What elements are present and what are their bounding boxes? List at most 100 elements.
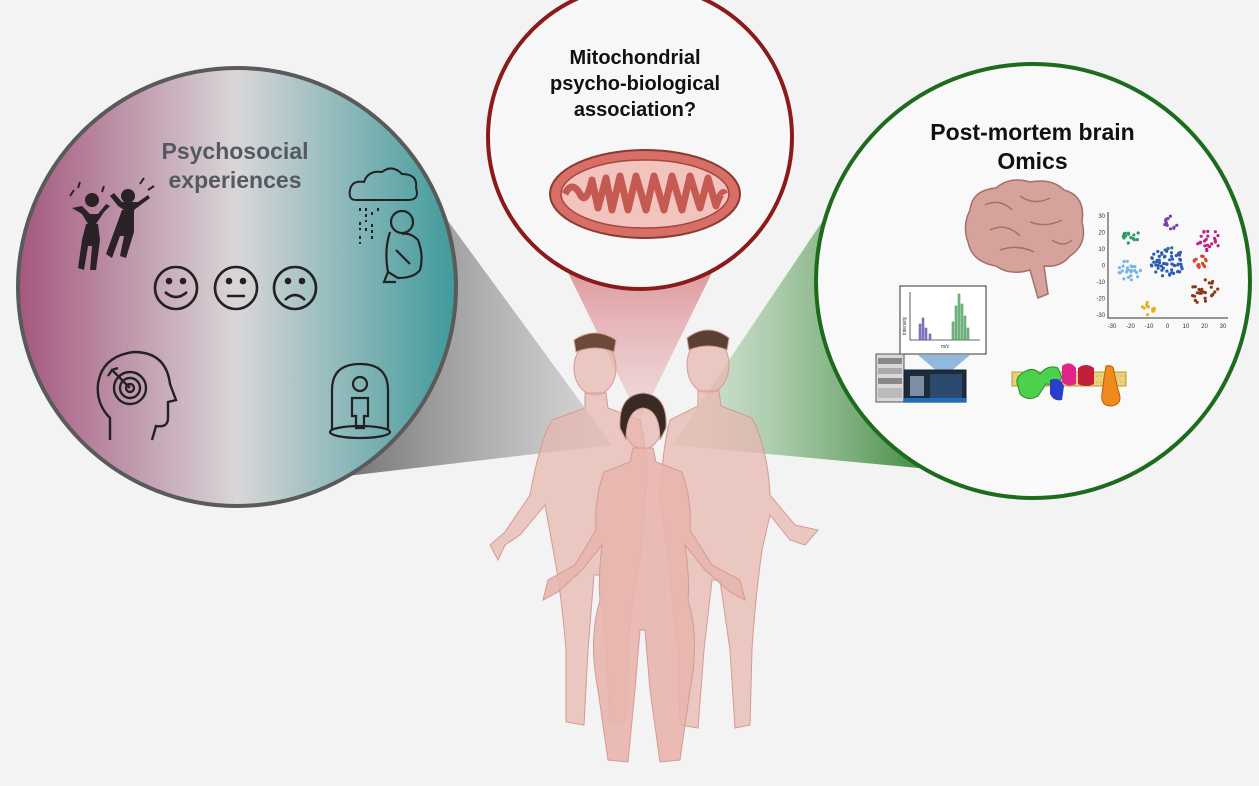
- tsne-point: [1168, 214, 1172, 218]
- tsne-point: [1118, 271, 1122, 275]
- tsne-point: [1156, 249, 1160, 254]
- tsne-point: [1195, 300, 1199, 304]
- tsne-y-tick: 0: [1102, 264, 1106, 270]
- tsne-point: [1157, 258, 1161, 262]
- tsne-point: [1193, 285, 1197, 289]
- tsne-point: [1133, 265, 1137, 269]
- female-figure-center: [542, 392, 746, 763]
- sad-face-icon: [272, 265, 318, 311]
- tsne-point: [1199, 234, 1203, 238]
- tsne-x-tick: -10: [1145, 324, 1154, 330]
- omics-title: Post-mortem brain Omics: [900, 118, 1165, 176]
- tsne-point: [1213, 238, 1217, 242]
- tsne-point: [1150, 256, 1154, 260]
- tsne-point: [1154, 270, 1158, 274]
- tsne-point: [1203, 244, 1207, 248]
- spectrum-xlabel: m/z: [941, 344, 950, 350]
- tsne-point: [1156, 263, 1160, 268]
- tsne-point: [1155, 260, 1159, 264]
- brain-icon: [964, 179, 1085, 300]
- tsne-point: [1210, 281, 1214, 285]
- tsne-point: [1196, 264, 1200, 268]
- center-cone: [555, 246, 725, 420]
- celebrating-people-icon: [69, 177, 155, 270]
- tsne-point: [1152, 260, 1156, 264]
- tsne-x-tick: 30: [1220, 324, 1227, 330]
- tsne-x-tick: 20: [1201, 324, 1208, 330]
- tsne-point: [1164, 221, 1168, 225]
- tsne-point: [1204, 237, 1208, 241]
- tsne-y-tick: -20: [1096, 297, 1105, 303]
- tsne-point: [1175, 223, 1179, 227]
- spectrum-peaks-purple: [918, 317, 932, 341]
- spectrum-peaks-green: [951, 293, 970, 341]
- tsne-point: [1163, 254, 1167, 258]
- tsne-point: [1193, 294, 1197, 298]
- tsne-point: [1129, 278, 1133, 282]
- tsne-point: [1126, 231, 1130, 235]
- tsne-point: [1170, 268, 1174, 272]
- tsne-point: [1197, 287, 1201, 292]
- tsne-axes: [1107, 212, 1228, 319]
- tsne-point: [1204, 259, 1208, 263]
- tsne-point: [1140, 305, 1144, 309]
- tsne-point: [1135, 238, 1139, 242]
- tsne-point: [1213, 230, 1217, 234]
- tsne-point: [1157, 261, 1162, 265]
- mitochondrion-icon: [549, 149, 741, 239]
- tsne-point: [1135, 270, 1139, 275]
- tsne-point: [1122, 259, 1126, 264]
- tsne-point: [1132, 238, 1136, 242]
- tsne-point: [1164, 217, 1168, 221]
- tsne-point: [1200, 287, 1204, 291]
- human-figures: [489, 329, 819, 763]
- tsne-point: [1172, 271, 1176, 275]
- mitochondrial-title-line3: association?: [573, 99, 697, 121]
- sad-person-icon: [382, 209, 423, 284]
- tsne-point: [1151, 309, 1155, 313]
- tsne-point: [1170, 257, 1175, 261]
- tsne-point: [1157, 254, 1161, 258]
- tsne-point: [1179, 262, 1183, 266]
- tsne-point: [1178, 250, 1183, 254]
- tsne-point: [1165, 223, 1169, 227]
- tsne-point: [1206, 229, 1210, 233]
- head-target-icon: [96, 350, 178, 441]
- tsne-point: [1201, 261, 1205, 265]
- membrane-proteins-icon: [1011, 363, 1127, 407]
- spectrum-ylabel: Intensity: [902, 316, 908, 335]
- tsne-point: [1191, 285, 1195, 289]
- tsne-point: [1216, 287, 1220, 291]
- mitochondria-circle: [486, 0, 794, 291]
- tsne-point: [1129, 274, 1133, 278]
- tsne-point: [1166, 246, 1170, 251]
- tsne-point: [1194, 257, 1198, 261]
- tsne-point: [1132, 233, 1136, 237]
- tsne-point: [1180, 265, 1184, 269]
- tsne-x-tick: -30: [1108, 324, 1117, 330]
- tsne-point: [1126, 275, 1131, 279]
- tsne-y-tick: -30: [1096, 313, 1105, 319]
- tsne-point: [1199, 290, 1203, 294]
- tsne-point: [1176, 262, 1180, 266]
- tsne-point: [1136, 231, 1140, 235]
- tsne-y-tick: 30: [1098, 214, 1105, 220]
- tsne-point: [1138, 268, 1142, 273]
- tsne-point: [1125, 259, 1129, 263]
- tsne-point: [1208, 245, 1212, 249]
- tsne-y-tick: -10: [1096, 280, 1105, 286]
- tsne-point: [1136, 275, 1140, 279]
- psychosocial-title-line2: experiences: [168, 167, 302, 193]
- tsne-point: [1169, 254, 1174, 258]
- tsne-point: [1203, 291, 1207, 295]
- tsne-point: [1164, 262, 1168, 266]
- tsne-point: [1120, 269, 1124, 273]
- tsne-point: [1169, 251, 1174, 255]
- tsne-point: [1168, 258, 1172, 262]
- tsne-point: [1161, 266, 1165, 270]
- tsne-point: [1160, 252, 1164, 256]
- tsne-point: [1209, 285, 1213, 289]
- tsne-point: [1159, 264, 1163, 268]
- mitochondrial-title-line1: Mitochondrial: [569, 47, 701, 69]
